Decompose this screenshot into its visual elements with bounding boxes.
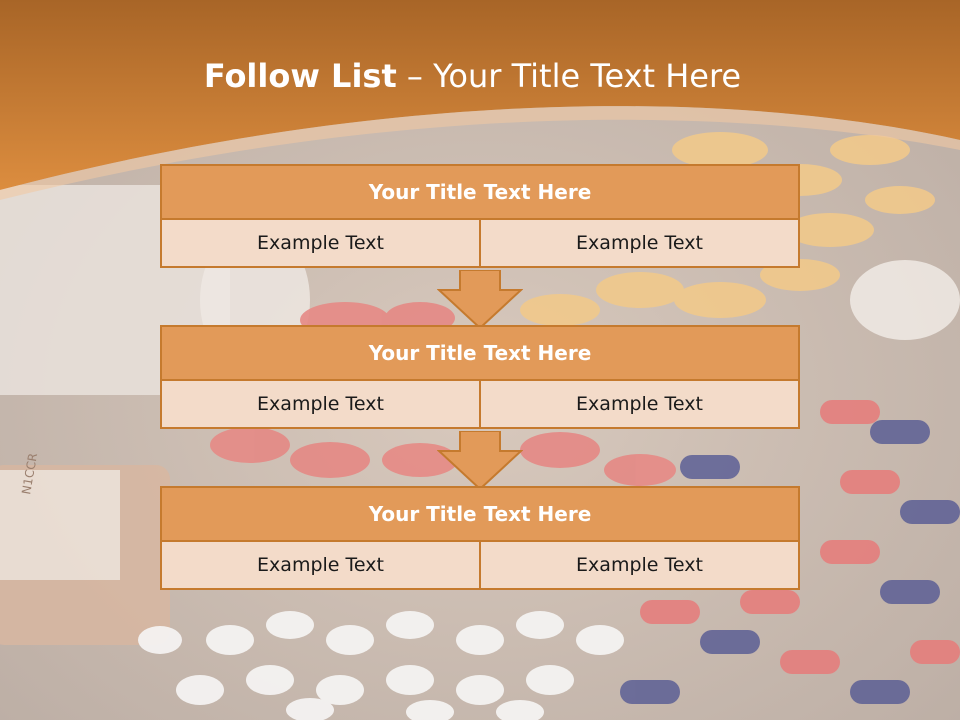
block-cell-right: Example Text (479, 220, 800, 268)
block-title: Your Title Text Here (160, 325, 800, 381)
block-cell-right: Example Text (479, 542, 800, 590)
block-title: Your Title Text Here (160, 486, 800, 542)
title-strong: Follow List (203, 57, 397, 95)
list-block-2: Your Title Text Here Example Text Exampl… (160, 325, 800, 429)
block-cell-left: Example Text (160, 381, 479, 429)
down-arrow-icon (437, 431, 523, 491)
list-block-1: Your Title Text Here Example Text Exampl… (160, 164, 800, 268)
list-block-3: Your Title Text Here Example Text Exampl… (160, 486, 800, 590)
block-row: Example Text Example Text (160, 220, 800, 268)
block-cell-left: Example Text (160, 220, 479, 268)
block-cell-left: Example Text (160, 542, 479, 590)
title-rest: – Your Title Text Here (396, 57, 742, 95)
down-arrow-icon (437, 270, 523, 330)
block-title: Your Title Text Here (160, 164, 800, 220)
block-cell-right: Example Text (479, 381, 800, 429)
slide-title: Follow List – Your Title Text Here (0, 54, 945, 98)
block-row: Example Text Example Text (160, 381, 800, 429)
block-row: Example Text Example Text (160, 542, 800, 590)
